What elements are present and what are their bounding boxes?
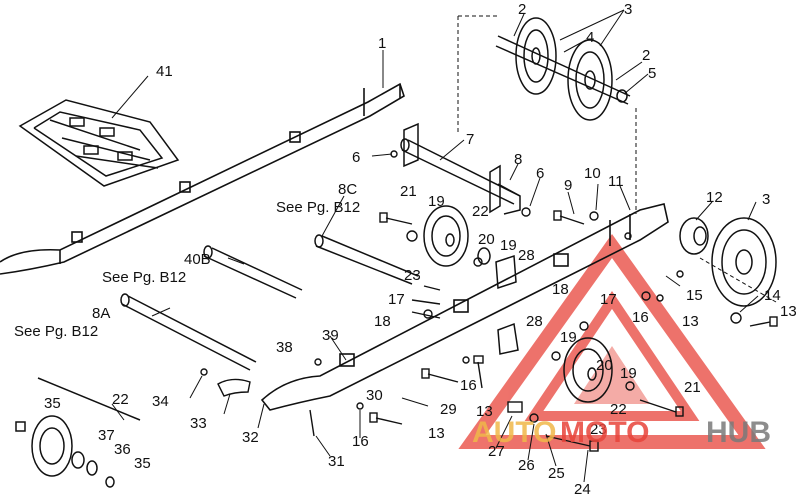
leader-lines xyxy=(111,9,759,483)
callout: 32 xyxy=(242,429,259,446)
axle-bracket xyxy=(403,122,521,215)
callout: 40B xyxy=(184,251,211,268)
callout: 8 xyxy=(514,151,522,168)
callout: 17 xyxy=(600,291,617,308)
callout: 3 xyxy=(762,191,770,208)
callout: 33 xyxy=(190,415,207,432)
cross-shafts xyxy=(120,138,521,371)
watermark-word-hub: HUB xyxy=(706,416,771,449)
callout: 11 xyxy=(608,173,624,190)
mid-idler-wheel-upper xyxy=(423,205,491,267)
callout: 9 xyxy=(564,177,572,194)
callout: 23 xyxy=(404,267,421,284)
callout: 5 xyxy=(648,65,656,82)
callout: 19 xyxy=(560,329,577,346)
callout: 19 xyxy=(620,365,637,382)
reference-note: See Pg. B12 xyxy=(276,199,360,216)
callout: 6 xyxy=(536,165,544,182)
callout: 2 xyxy=(642,47,650,64)
callout: 35 xyxy=(44,395,61,412)
callout: 12 xyxy=(706,189,723,206)
lower-left-wheel xyxy=(15,377,141,488)
callout: 35 xyxy=(134,455,151,472)
callout: 8C xyxy=(338,181,357,198)
callout: 21 xyxy=(400,183,417,200)
reference-note: See Pg. B12 xyxy=(14,323,98,340)
callout: 39 xyxy=(322,327,339,344)
callout: 18 xyxy=(374,313,391,330)
callout: 26 xyxy=(518,457,535,474)
callout: 10 xyxy=(584,165,601,182)
callout: 22 xyxy=(472,203,489,220)
right-rail xyxy=(260,203,669,411)
callout: 19 xyxy=(500,237,517,254)
callout: 17 xyxy=(388,291,405,308)
slide-blocks xyxy=(495,254,519,355)
callout: 16 xyxy=(460,377,477,394)
callout: 23 xyxy=(590,421,607,438)
callout: 2 xyxy=(518,1,526,18)
callout: 30 xyxy=(366,387,383,404)
callout: 16 xyxy=(352,433,369,450)
callout: 15 xyxy=(686,287,703,304)
callout: 3 xyxy=(624,1,632,18)
callout-labels: 1 2 3 4 2 5 7 6 8 6 9 10 11 12 3 41 8C 2… xyxy=(44,1,797,496)
callout: 7 xyxy=(466,131,474,148)
callout: 19 xyxy=(428,193,445,210)
callout: 20 xyxy=(478,231,495,248)
callout: 13 xyxy=(682,313,699,330)
callout: 28 xyxy=(526,313,543,330)
watermark-text: AUTO MOTO HUB xyxy=(472,416,771,449)
callout: 34 xyxy=(152,393,169,410)
callout: 4 xyxy=(586,29,594,46)
skid-plate xyxy=(18,99,180,187)
callout: 38 xyxy=(276,339,293,356)
callout: 20 xyxy=(596,357,613,374)
reference-notes: See Pg. B12 See Pg. B12 See Pg. B12 xyxy=(14,199,360,340)
callout: 31 xyxy=(328,453,345,470)
callout: 14 xyxy=(764,287,781,304)
callout: 1 xyxy=(378,35,386,52)
mid-idler-wheel-lower xyxy=(563,337,613,403)
callout: 21 xyxy=(684,379,701,396)
callout: 28 xyxy=(518,247,535,264)
callout: 41 xyxy=(156,63,173,80)
callout: 6 xyxy=(352,149,360,166)
callout: 36 xyxy=(114,441,131,458)
callout: 13 xyxy=(428,425,445,442)
reference-note: See Pg. B12 xyxy=(102,269,186,286)
callout: 29 xyxy=(440,401,457,418)
left-rail xyxy=(0,82,405,275)
callout: 8A xyxy=(92,305,110,322)
callout: 27 xyxy=(488,443,505,460)
callout: 24 xyxy=(574,481,591,496)
callout: 18 xyxy=(552,281,569,298)
callout: 22 xyxy=(112,391,129,408)
callout: 37 xyxy=(98,427,115,444)
callout: 13 xyxy=(780,303,797,320)
callout: 25 xyxy=(548,465,565,482)
watermark-word-moto: MOTO xyxy=(560,416,649,449)
callout: 22 xyxy=(610,401,627,418)
callout: 13 xyxy=(476,403,493,420)
guide-lines xyxy=(457,15,777,303)
top-wheel-assembly xyxy=(495,17,631,121)
watermark-word-auto: AUTO xyxy=(472,416,556,449)
callout: 16 xyxy=(632,309,649,326)
right-idler-wheel xyxy=(679,217,777,307)
